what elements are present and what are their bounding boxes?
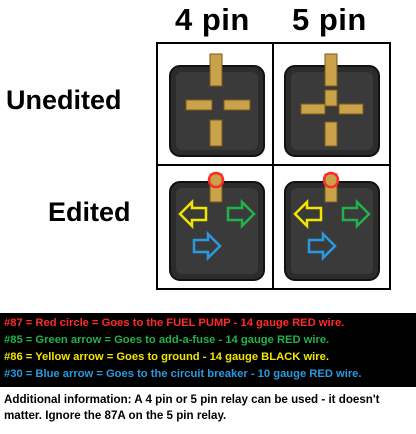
pin-85 xyxy=(338,103,364,115)
column-header-5-pin: 5 pin xyxy=(292,2,367,37)
legend-line-86: #86 = Yellow arrow = Goes to ground - 14… xyxy=(4,351,329,363)
green-arrow-85 xyxy=(341,198,371,230)
legend-line-87: #87 = Red circle = Goes to the FUEL PUMP… xyxy=(4,317,345,329)
pin-30 xyxy=(324,121,338,147)
grid-divider-vertical xyxy=(272,42,274,290)
pin-85 xyxy=(223,99,251,111)
red-circle-87 xyxy=(207,171,225,189)
column-header-4-pin: 4 pin xyxy=(175,2,250,37)
additional-information: Additional information: A 4 pin or 5 pin… xyxy=(4,393,380,422)
pin-30 xyxy=(209,119,223,147)
relay-5pin-edited xyxy=(284,171,380,281)
row-label-unedited: Unedited xyxy=(6,85,122,115)
grid-divider-horizontal xyxy=(156,164,391,166)
relay-4pin-edited xyxy=(169,171,265,281)
blue-arrow-30 xyxy=(307,230,337,262)
relay-face xyxy=(291,72,373,150)
yellow-arrow-86 xyxy=(293,198,323,230)
yellow-arrow-86 xyxy=(178,198,208,230)
pin-87 xyxy=(324,53,338,87)
green-arrow-85 xyxy=(226,198,256,230)
relay-4pin-unedited xyxy=(169,53,265,157)
blue-arrow-30 xyxy=(192,230,222,262)
pin-86 xyxy=(185,99,213,111)
relay-5pin-unedited xyxy=(284,53,380,157)
relay-face xyxy=(176,72,258,150)
row-label-edited: Edited xyxy=(48,197,131,227)
pin-87a xyxy=(324,89,338,107)
red-circle-87 xyxy=(322,171,340,189)
pin-86 xyxy=(300,103,326,115)
legend-line-85: #85 = Green arrow = Goes to add-a-fuse -… xyxy=(4,334,330,346)
color-legend: #87 = Red circle = Goes to the FUEL PUMP… xyxy=(0,313,416,387)
pin-87 xyxy=(209,53,223,87)
legend-line-30: #30 = Blue arrow = Goes to the circuit b… xyxy=(4,368,362,380)
